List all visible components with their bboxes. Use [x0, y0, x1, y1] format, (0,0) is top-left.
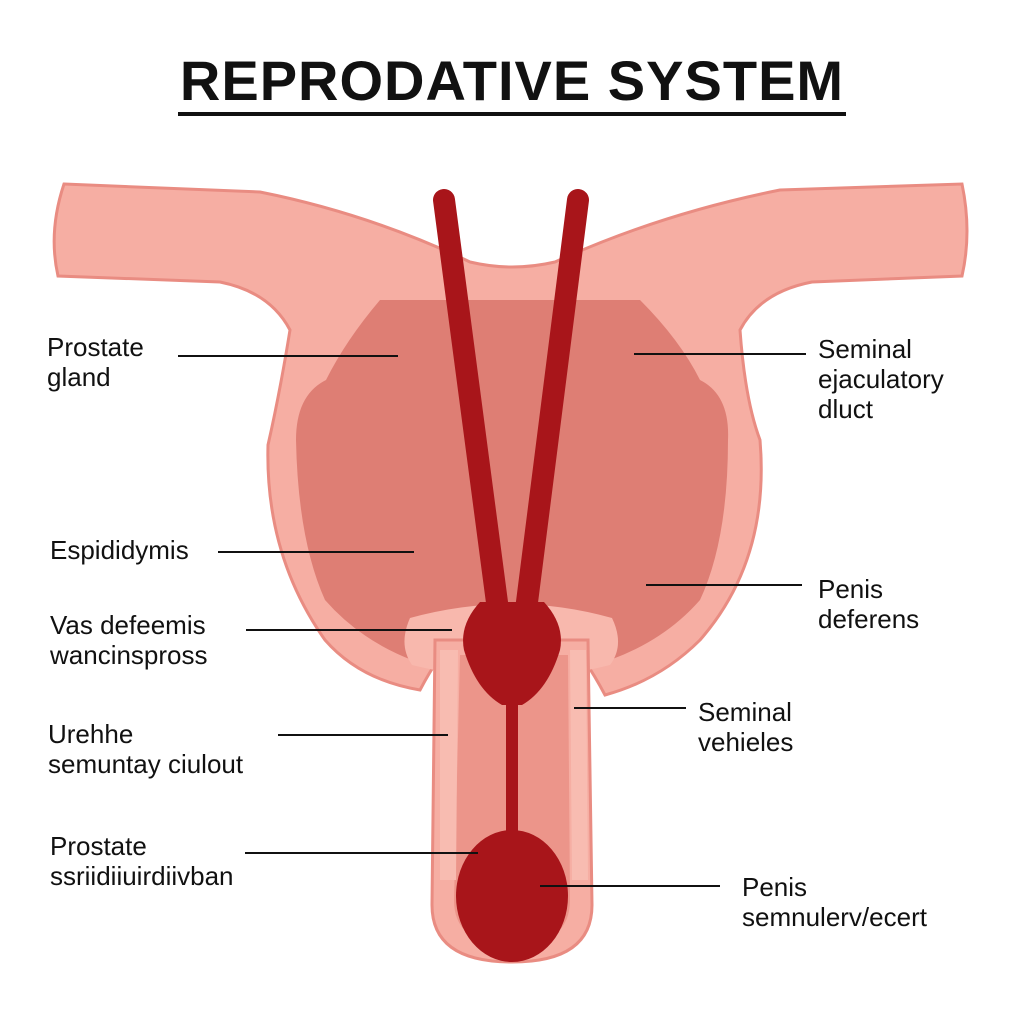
right-vas-deferens-duct [515, 189, 589, 621]
label-penis-lower-line-1: Penis [742, 872, 807, 902]
glans-bulb [456, 830, 568, 962]
label-penis-lower: Penis semnulerv/ecert [742, 872, 928, 932]
label-urethra-line-1: Urehhe [48, 719, 133, 749]
label-prostate-lower-line-1: Prostate [50, 831, 147, 861]
label-prostate-gland-line-1: Prostate [47, 332, 144, 362]
label-seminal-vehieles: Seminal vehieles [698, 697, 799, 757]
label-penis-deferens-line-1: Penis [818, 574, 883, 604]
label-urethra: Urehhe semuntay ciulout [48, 719, 244, 779]
label-penis-deferens: Penis deferens [818, 574, 919, 634]
label-espididymis: Espididymis [50, 535, 189, 565]
label-seminal-vehieles-line-1: Seminal [698, 697, 792, 727]
diagram-title-text: REPRODATIVE SYSTEM [177, 52, 847, 116]
label-seminal-vehieles-line-2: vehieles [698, 727, 793, 757]
label-prostate-lower: Prostate ssriidiiuirdiivban [50, 831, 234, 891]
diagram-title: REPRODATIVE SYSTEM [0, 48, 1024, 116]
label-penis-lower-line-2: semnulerv/ecert [742, 902, 928, 932]
label-prostate-gland-line-2: gland [47, 362, 111, 392]
label-seminal-ejaculatory: Seminal ejaculatory dluct [818, 334, 951, 424]
label-prostate-gland: Prostate gland [47, 332, 151, 392]
label-penis-deferens-line-2: deferens [818, 604, 919, 634]
urethra-duct [506, 695, 518, 845]
central-bulb [463, 602, 561, 705]
label-vas-deferens-line-2: wancinspross [49, 640, 208, 670]
label-urethra-line-2: semuntay ciulout [48, 749, 244, 779]
shaft-left-highlight [440, 650, 458, 880]
label-espididymis-line-1: Espididymis [50, 535, 189, 565]
label-seminal-ejaculatory-line-2: ejaculatory [818, 364, 944, 394]
label-seminal-ejaculatory-line-1: Seminal [818, 334, 912, 364]
label-seminal-ejaculatory-line-3: dluct [818, 394, 874, 424]
left-vas-deferens-duct [433, 189, 509, 621]
prostate-gland-region [296, 300, 729, 660]
label-vas-deferens: Vas defeemis wancinspross [49, 610, 213, 670]
label-prostate-lower-line-2: ssriidiiuirdiivban [50, 861, 234, 891]
label-vas-deferens-line-1: Vas defeemis [50, 610, 206, 640]
shaft-right-highlight [570, 650, 588, 880]
